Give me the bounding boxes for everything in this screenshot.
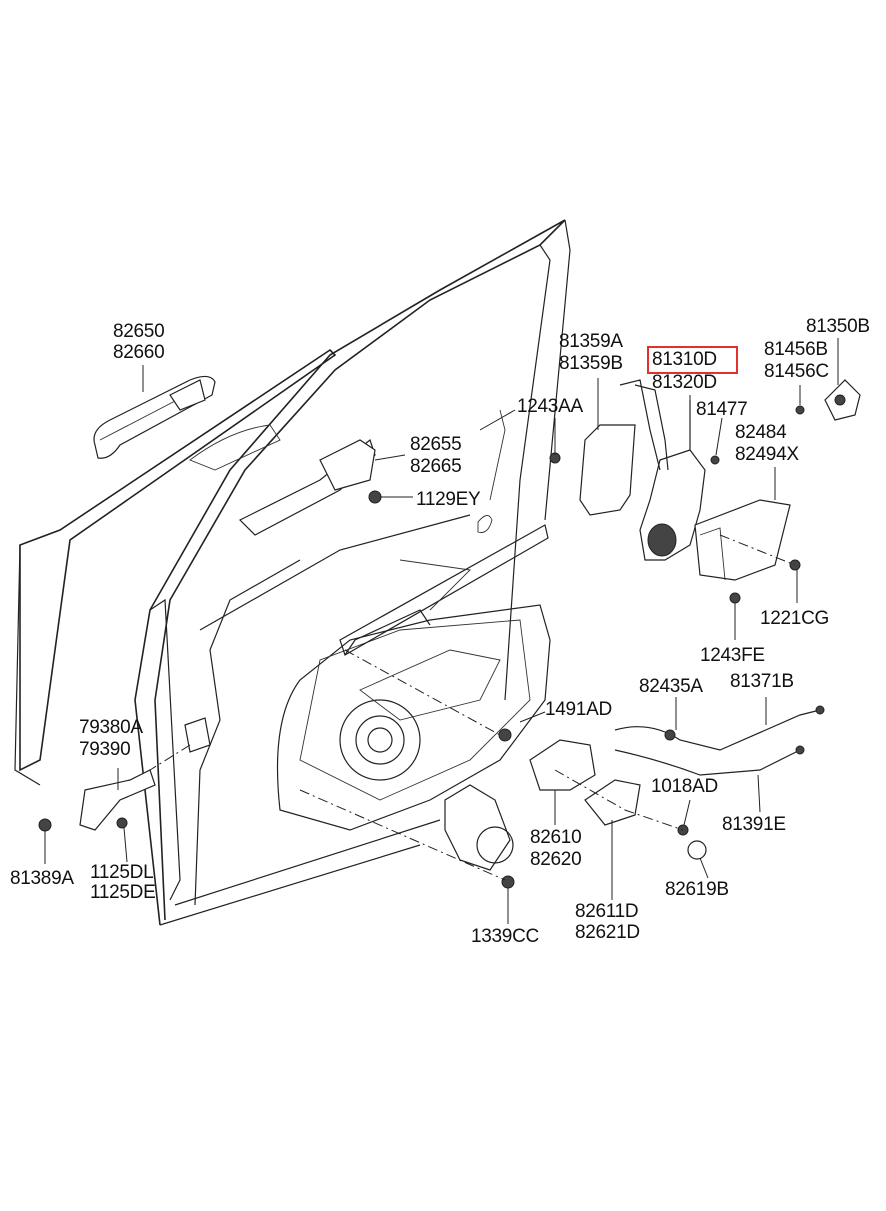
part-label-81477[interactable]: 81477 bbox=[696, 399, 748, 420]
part-label-1018AD[interactable]: 1018AD bbox=[651, 776, 718, 797]
part-label-1129EY[interactable]: 1129EY bbox=[416, 489, 481, 510]
part-label-81391E[interactable]: 81391E bbox=[722, 814, 786, 835]
part-label-82484[interactable]: 82484 bbox=[735, 422, 787, 443]
door-lock-actuator bbox=[619, 379, 706, 561]
part-label-81389A[interactable]: 81389A bbox=[10, 868, 74, 889]
part-label-1243FE[interactable]: 1243FE bbox=[700, 645, 765, 666]
part-label-82494X[interactable]: 82494X bbox=[735, 444, 799, 465]
part-label-82619B[interactable]: 82619B bbox=[665, 879, 729, 900]
part-label-81456B[interactable]: 81456B bbox=[764, 339, 828, 360]
part-label-81371B[interactable]: 81371B bbox=[730, 671, 794, 692]
part-label-81320D[interactable]: 81320D bbox=[652, 372, 717, 393]
assembly-lines bbox=[149, 534, 796, 881]
part-label-1243AA[interactable]: 1243AA bbox=[517, 396, 583, 417]
handle-bracket bbox=[189, 424, 376, 536]
part-label-82435A[interactable]: 82435A bbox=[639, 676, 703, 697]
door-frame bbox=[14, 219, 571, 926]
part-label-81359B[interactable]: 81359B bbox=[559, 353, 623, 374]
inside-handle bbox=[529, 739, 641, 826]
part-label-79380A[interactable]: 79380A bbox=[79, 717, 143, 738]
part-label-79390[interactable]: 79390 bbox=[79, 739, 131, 760]
part-label-1221CG[interactable]: 1221CG bbox=[760, 608, 829, 629]
door-striker bbox=[824, 379, 861, 421]
part-label-82620[interactable]: 82620 bbox=[530, 849, 582, 870]
part-label-81310D[interactable]: 81310D bbox=[652, 349, 717, 370]
part-label-82655[interactable]: 82655 bbox=[410, 434, 462, 455]
part-label-82610[interactable]: 82610 bbox=[530, 827, 582, 848]
fasteners bbox=[38, 405, 805, 889]
part-label-1339CC[interactable]: 1339CC bbox=[471, 926, 539, 947]
window-motor bbox=[444, 784, 514, 871]
leader-lines bbox=[44, 338, 839, 924]
part-label-1125DL[interactable]: 1125DL bbox=[90, 862, 154, 883]
handle-support-bracket bbox=[694, 499, 791, 581]
outside-handle bbox=[93, 375, 216, 459]
lock-cover-bracket bbox=[579, 424, 636, 516]
part-label-81456C[interactable]: 81456C bbox=[764, 361, 829, 382]
part-label-1125DE[interactable]: 1125DE bbox=[90, 882, 156, 903]
door-checker bbox=[79, 717, 211, 831]
part-label-81350B[interactable]: 81350B bbox=[806, 316, 870, 337]
part-label-82660[interactable]: 82660 bbox=[113, 342, 165, 363]
highlight-box bbox=[647, 346, 738, 374]
part-label-82621D[interactable]: 82621D bbox=[575, 922, 640, 943]
lock-cables bbox=[614, 705, 825, 776]
part-label-82650[interactable]: 82650 bbox=[113, 321, 165, 342]
part-label-82611D[interactable]: 82611D bbox=[575, 901, 639, 922]
part-label-82665[interactable]: 82665 bbox=[410, 456, 462, 477]
part-label-81359A[interactable]: 81359A bbox=[559, 331, 623, 352]
door-inner-panel bbox=[276, 524, 551, 831]
part-label-1491AD[interactable]: 1491AD bbox=[545, 699, 612, 720]
